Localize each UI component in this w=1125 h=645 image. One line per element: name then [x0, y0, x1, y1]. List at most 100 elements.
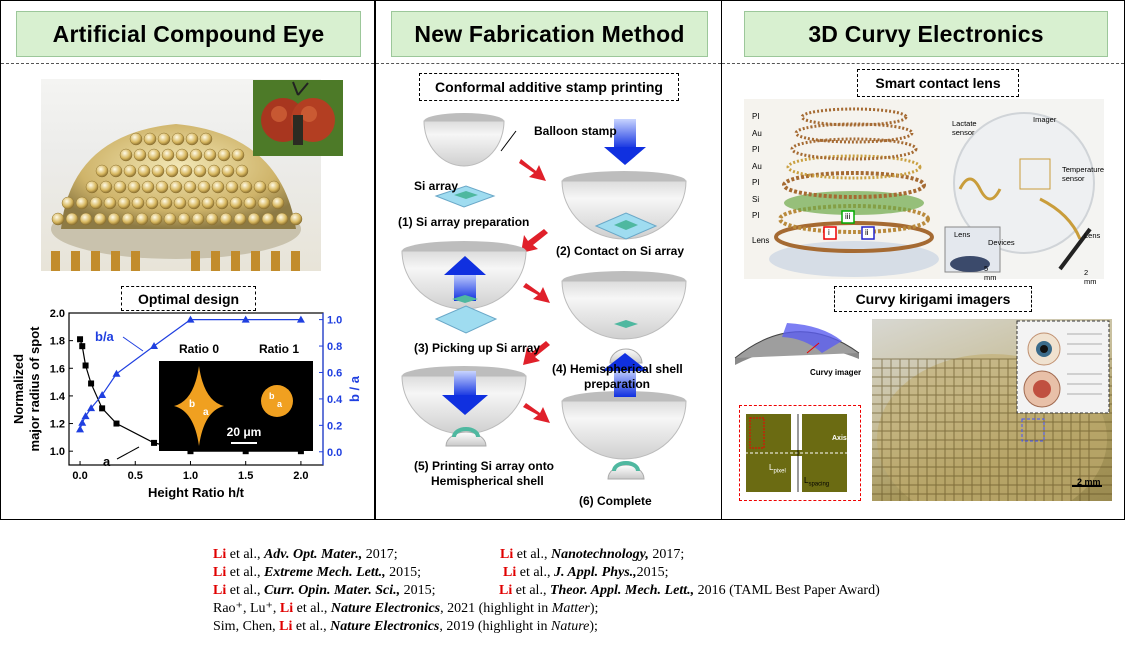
ref-author-highlight: Li: [213, 565, 227, 580]
lenslet: [75, 196, 89, 210]
series-line-b/a: [79, 319, 301, 430]
curvy-imager-label: Curvy imager: [810, 368, 862, 377]
red-arrow-2: [521, 229, 548, 253]
lenslet: [235, 164, 249, 178]
lenslet: [187, 196, 201, 210]
imager-label: Imager: [1033, 115, 1057, 124]
inset-a-label: a: [203, 407, 209, 418]
series-label-pointer: [116, 446, 140, 460]
title-divider: [376, 63, 721, 64]
inset-spot-ratio1: [261, 385, 293, 417]
process-label: Conformal additive stamp printing: [419, 73, 679, 101]
ref-authors: Sim, Chen,: [213, 619, 280, 634]
lenslet: [211, 180, 225, 194]
x-axis-label: Height Ratio h/t: [148, 485, 245, 500]
layer-label: PI: [752, 112, 760, 121]
lenslet: [109, 164, 123, 178]
balloon-stamp-label: Balloon stamp: [534, 124, 617, 138]
ref-etal: et al.,: [513, 547, 551, 562]
references-list: Li et al., Adv. Opt. Mater., 2017; Li et…: [213, 546, 880, 636]
ref-journal: Curr. Opin. Mater. Sci.,: [263, 583, 401, 598]
ref-journal: Nature Electronics: [330, 601, 441, 616]
ref-column-2: Li et al., J. Appl. Phys.,2015;: [503, 564, 669, 582]
lenslet: [135, 212, 149, 226]
lenslet: [117, 196, 131, 210]
lenslet: [225, 180, 239, 194]
panel-title-compound-eye: Artificial Compound Eye: [16, 11, 361, 57]
y2-axis-label: b / a: [347, 375, 362, 402]
ref-end: );: [589, 619, 598, 634]
ref-journal: Extreme Mech. Lett.,: [263, 565, 386, 580]
lenslet: [217, 148, 231, 162]
inset-ratio0-label: Ratio 0: [179, 342, 219, 356]
lenslet: [159, 196, 173, 210]
reference-row: Li et al., Adv. Opt. Mater., 2017; Li et…: [213, 546, 684, 564]
lenslet: [175, 148, 189, 162]
lenslet: [93, 212, 107, 226]
layer-label: PI: [752, 145, 760, 154]
temperature-label: Temperature sensor: [1062, 165, 1105, 183]
ref-etal: et al.,: [292, 619, 331, 634]
si-array-label: Si array: [414, 179, 459, 193]
pixel-schematic-illustration: [740, 414, 858, 492]
lenslet: [151, 164, 165, 178]
lenslet: [141, 180, 155, 194]
lenslet: [247, 212, 261, 226]
marker-ii: ii: [865, 228, 869, 237]
data-point-b/a: [98, 390, 107, 398]
series-label-b-over-a: b/a: [95, 329, 115, 344]
lenslet: [137, 164, 151, 178]
panel-fabrication: New Fabrication Method Conformal additiv…: [375, 0, 722, 520]
ref-etal: et al.,: [226, 565, 264, 580]
pickup-step-3: [401, 241, 527, 334]
y-axis-label-line1: Normalized: [11, 354, 26, 424]
ref-year: 2015;: [636, 565, 669, 580]
x-tick-label: 1.5: [238, 470, 253, 482]
ref-author-highlight: Li: [499, 583, 513, 598]
lenslet: [103, 196, 117, 210]
data-point-a: [242, 448, 249, 455]
scale-5mm-label: 5 mm: [984, 264, 997, 282]
y-tick-label: 1.4: [50, 391, 66, 403]
lenslet: [239, 180, 253, 194]
data-point-a: [88, 380, 95, 387]
red-arrow-3: [523, 283, 550, 303]
lenslet: [79, 212, 93, 226]
lenslet: [257, 196, 271, 210]
data-point-a: [187, 448, 194, 455]
lenslet: [123, 164, 137, 178]
optimal-design-label: Optimal design: [121, 286, 256, 311]
fabrication-steps-diagram: [401, 113, 687, 480]
lenslet: [233, 212, 247, 226]
y2-tick-label: 0.4: [327, 394, 343, 406]
kirigami-imager-photo: [872, 319, 1112, 501]
kirigami-axis-label: Axis: [832, 435, 847, 442]
ref-author-highlight: Li: [500, 547, 514, 562]
curvy-kirigami-label: Curvy kirigami imagers: [834, 286, 1032, 312]
data-point-b/a: [150, 342, 159, 350]
step-1-label: (1) Si array preparation: [398, 215, 530, 229]
data-point-b/a: [76, 425, 85, 433]
data-point-b/a: [241, 315, 250, 323]
y-tick-label: 2.0: [50, 308, 65, 320]
ref-year: 2017;: [362, 547, 398, 562]
lenslet: [119, 148, 133, 162]
ref-author-highlight: Li: [279, 601, 294, 616]
reference-row: Li et al., Extreme Mech. Lett., 2015; Li…: [213, 564, 669, 582]
inset-a-label-2: a: [277, 399, 283, 409]
red-arrow-1: [519, 159, 546, 181]
step-2-label: (2) Contact on Si array: [556, 244, 685, 258]
ref-author-highlight: Li: [279, 619, 293, 634]
y2-tick-label: 0.0: [327, 447, 342, 459]
lenslet: [253, 180, 267, 194]
ref-column-2: Li et al., Nanotechnology, 2017;: [500, 546, 684, 564]
ref-year: 2017;: [648, 547, 685, 562]
lenslet: [155, 180, 169, 194]
lenslet: [191, 212, 205, 226]
ref-journal: Theor. Appl. Mech. Lett.,: [549, 583, 695, 598]
inset-spot-ratio0: [174, 366, 224, 446]
lenslet: [189, 148, 203, 162]
step-5-label-line2: Hemispherical shell: [431, 474, 544, 488]
series-line-a: [79, 339, 301, 452]
scale-2mm-label: 2 mm: [1084, 268, 1097, 286]
